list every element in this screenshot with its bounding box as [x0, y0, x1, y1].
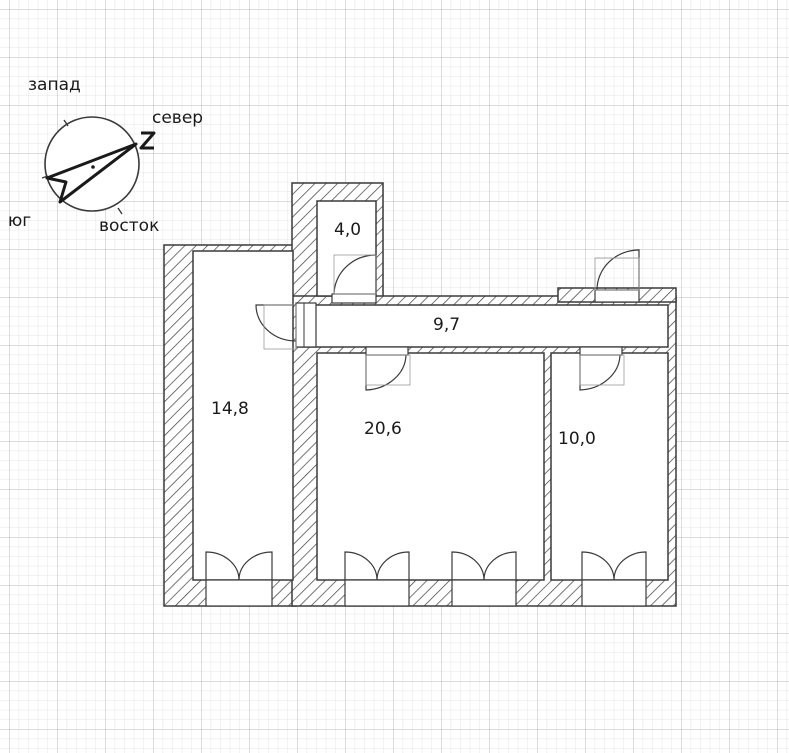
floor-storage: [316, 200, 377, 297]
compass-south-label: юг: [8, 211, 31, 231]
compass-west-label: запад: [28, 75, 81, 95]
compass-arrow-icon: [45, 142, 138, 204]
window-right-room: [581, 579, 647, 607]
window-center-2: [451, 579, 517, 607]
floor-right-room: [550, 352, 669, 581]
floor-center-room: [316, 352, 545, 581]
windows: [205, 579, 647, 607]
room-area-storage: 4,0: [334, 220, 361, 240]
doors: [255, 249, 640, 391]
compass: запад север юг восток: [8, 75, 203, 236]
corridor-jamb: [295, 302, 317, 348]
compass-north-label: север: [152, 108, 203, 128]
north-marker-icon: [139, 131, 156, 150]
room-area-corridor: 9,7: [433, 315, 460, 335]
floors: [192, 200, 669, 581]
room-area-right: 10,0: [558, 429, 596, 449]
compass-east-label: восток: [99, 216, 159, 236]
room-area-left: 14,8: [211, 399, 249, 419]
window-casements: [205, 551, 647, 581]
room-labels: 4,0 9,7 14,8 20,6 10,0: [211, 220, 596, 449]
window-left-room: [205, 579, 273, 607]
floor-corridor: [299, 304, 669, 348]
room-area-center: 20,6: [364, 419, 402, 439]
window-center-1: [344, 579, 410, 607]
floor-left-room: [192, 250, 294, 581]
